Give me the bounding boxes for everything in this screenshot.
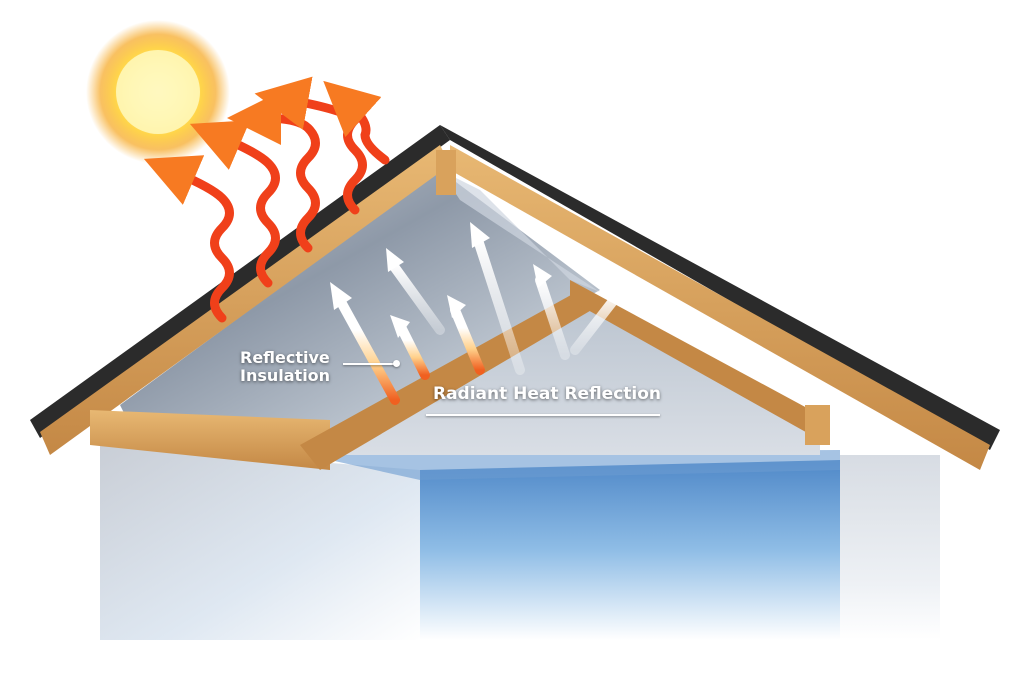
rafter-inner-right (570, 280, 820, 440)
reflective-insulation-leader-dot (393, 360, 400, 367)
reflective-insulation-label-line1: Reflective (240, 348, 330, 367)
roof-right (436, 125, 1000, 470)
sun-icon (86, 20, 230, 164)
left-wall (100, 445, 420, 640)
joist-end-right (805, 405, 830, 445)
back-wall (420, 460, 840, 640)
radiant-heat-reflection-label: Radiant Heat Reflection (433, 384, 662, 404)
right-wall (840, 455, 940, 640)
reflective-insulation-leader-line (343, 363, 395, 365)
radiant-heat-reflection-underline (426, 414, 660, 416)
house-walls (100, 445, 940, 640)
rafter-right (450, 145, 990, 470)
reflective-insulation-label-line2: Insulation (240, 366, 331, 386)
reflective-insulation-label: Reflective Insulation (240, 348, 331, 386)
ceiling-joist-left (90, 410, 330, 470)
heat-waves-outside (143, 76, 390, 323)
reflected-heat-arrows (330, 222, 628, 405)
rafter-inner-left (300, 290, 600, 470)
gable-wall (320, 278, 820, 455)
shingles-right (440, 125, 1000, 450)
rafter-left (40, 145, 450, 455)
ceiling-edge (330, 450, 840, 480)
ridge-post (436, 150, 456, 195)
